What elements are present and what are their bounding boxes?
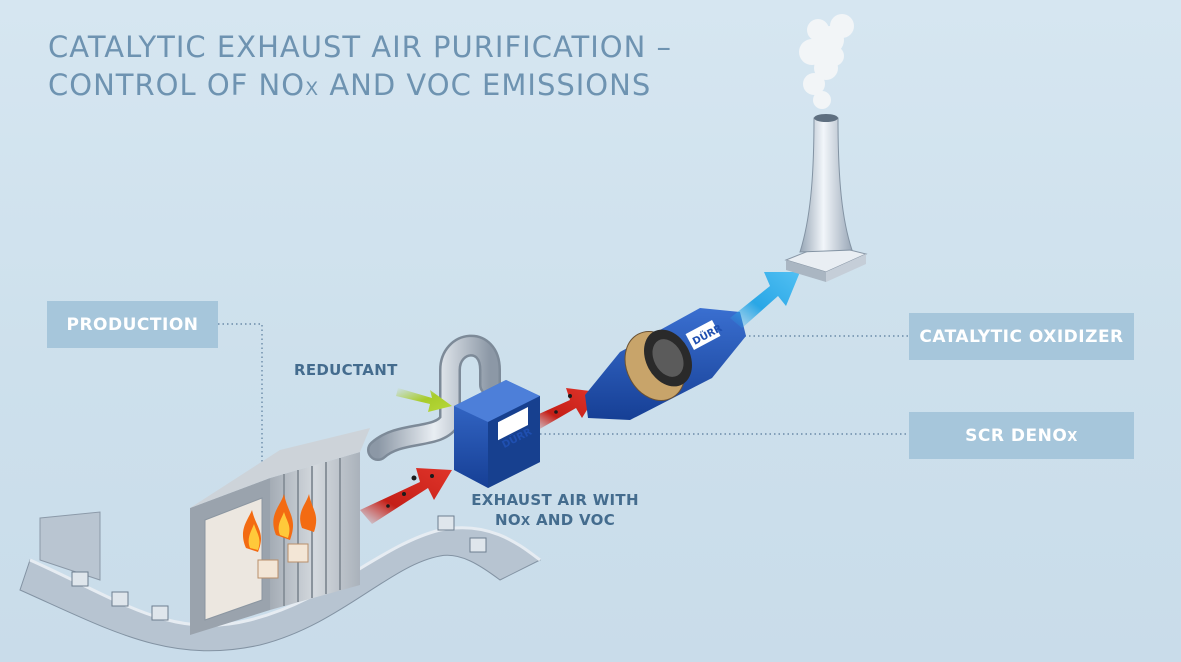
brand-logo-oxidizer <box>685 320 721 350</box>
stack-icon <box>784 114 868 282</box>
label-exhaust-line-2: NOX AND VOC <box>470 510 640 531</box>
label-exhaust-line-2-tail: AND VOC <box>530 511 616 529</box>
title-line-2-tail: AND VOC EMISSIONS <box>319 68 652 102</box>
label-scr-denox-subscript: X <box>1067 430 1078 445</box>
page-title: CATALYTIC EXHAUST AIR PURIFICATION – CON… <box>48 28 672 108</box>
label-catalytic-oxidizer-text: CATALYTIC OXIDIZER <box>919 326 1124 347</box>
smoke-plume-icon <box>799 14 854 109</box>
label-production-text: PRODUCTION <box>66 314 199 335</box>
label-exhaust-line-2-text: NO <box>494 511 521 529</box>
leader-production <box>218 323 263 470</box>
conveyor-icon <box>19 511 541 652</box>
reductant-arrow-icon <box>396 388 452 412</box>
label-catalytic-oxidizer: CATALYTIC OXIDIZER <box>909 313 1134 360</box>
hot-air-arrow-icon <box>360 388 598 524</box>
duct-icon <box>367 334 501 461</box>
scr-reactor-icon: DÜRR <box>454 380 540 488</box>
label-production: PRODUCTION <box>47 301 218 348</box>
title-line-2: CONTROL OF NOX AND VOC EMISSIONS <box>48 66 672 108</box>
leader-lines <box>218 323 908 470</box>
label-exhaust-line-2-subscript: X <box>520 514 531 528</box>
label-reductant-text: REDUCTANT <box>294 361 398 379</box>
flame-icon <box>242 494 317 552</box>
title-line-1: CATALYTIC EXHAUST AIR PURIFICATION – <box>48 30 673 64</box>
label-exhaust-air: EXHAUST AIR WITH NOX AND VOC <box>470 490 640 531</box>
title-line-2-subscript: X <box>305 78 320 100</box>
catalytic-oxidizer-icon: DÜRR <box>585 308 746 420</box>
label-reductant: REDUCTANT <box>294 360 398 380</box>
label-exhaust-line-1: EXHAUST AIR WITH <box>471 491 639 509</box>
clean-air-arrow-icon <box>730 272 800 328</box>
production-oven-icon <box>190 428 370 635</box>
title-line-2-text: CONTROL OF NO <box>48 68 306 102</box>
brand-logo-scr <box>498 406 528 441</box>
label-scr-denox-text: SCR DENO <box>965 425 1068 446</box>
